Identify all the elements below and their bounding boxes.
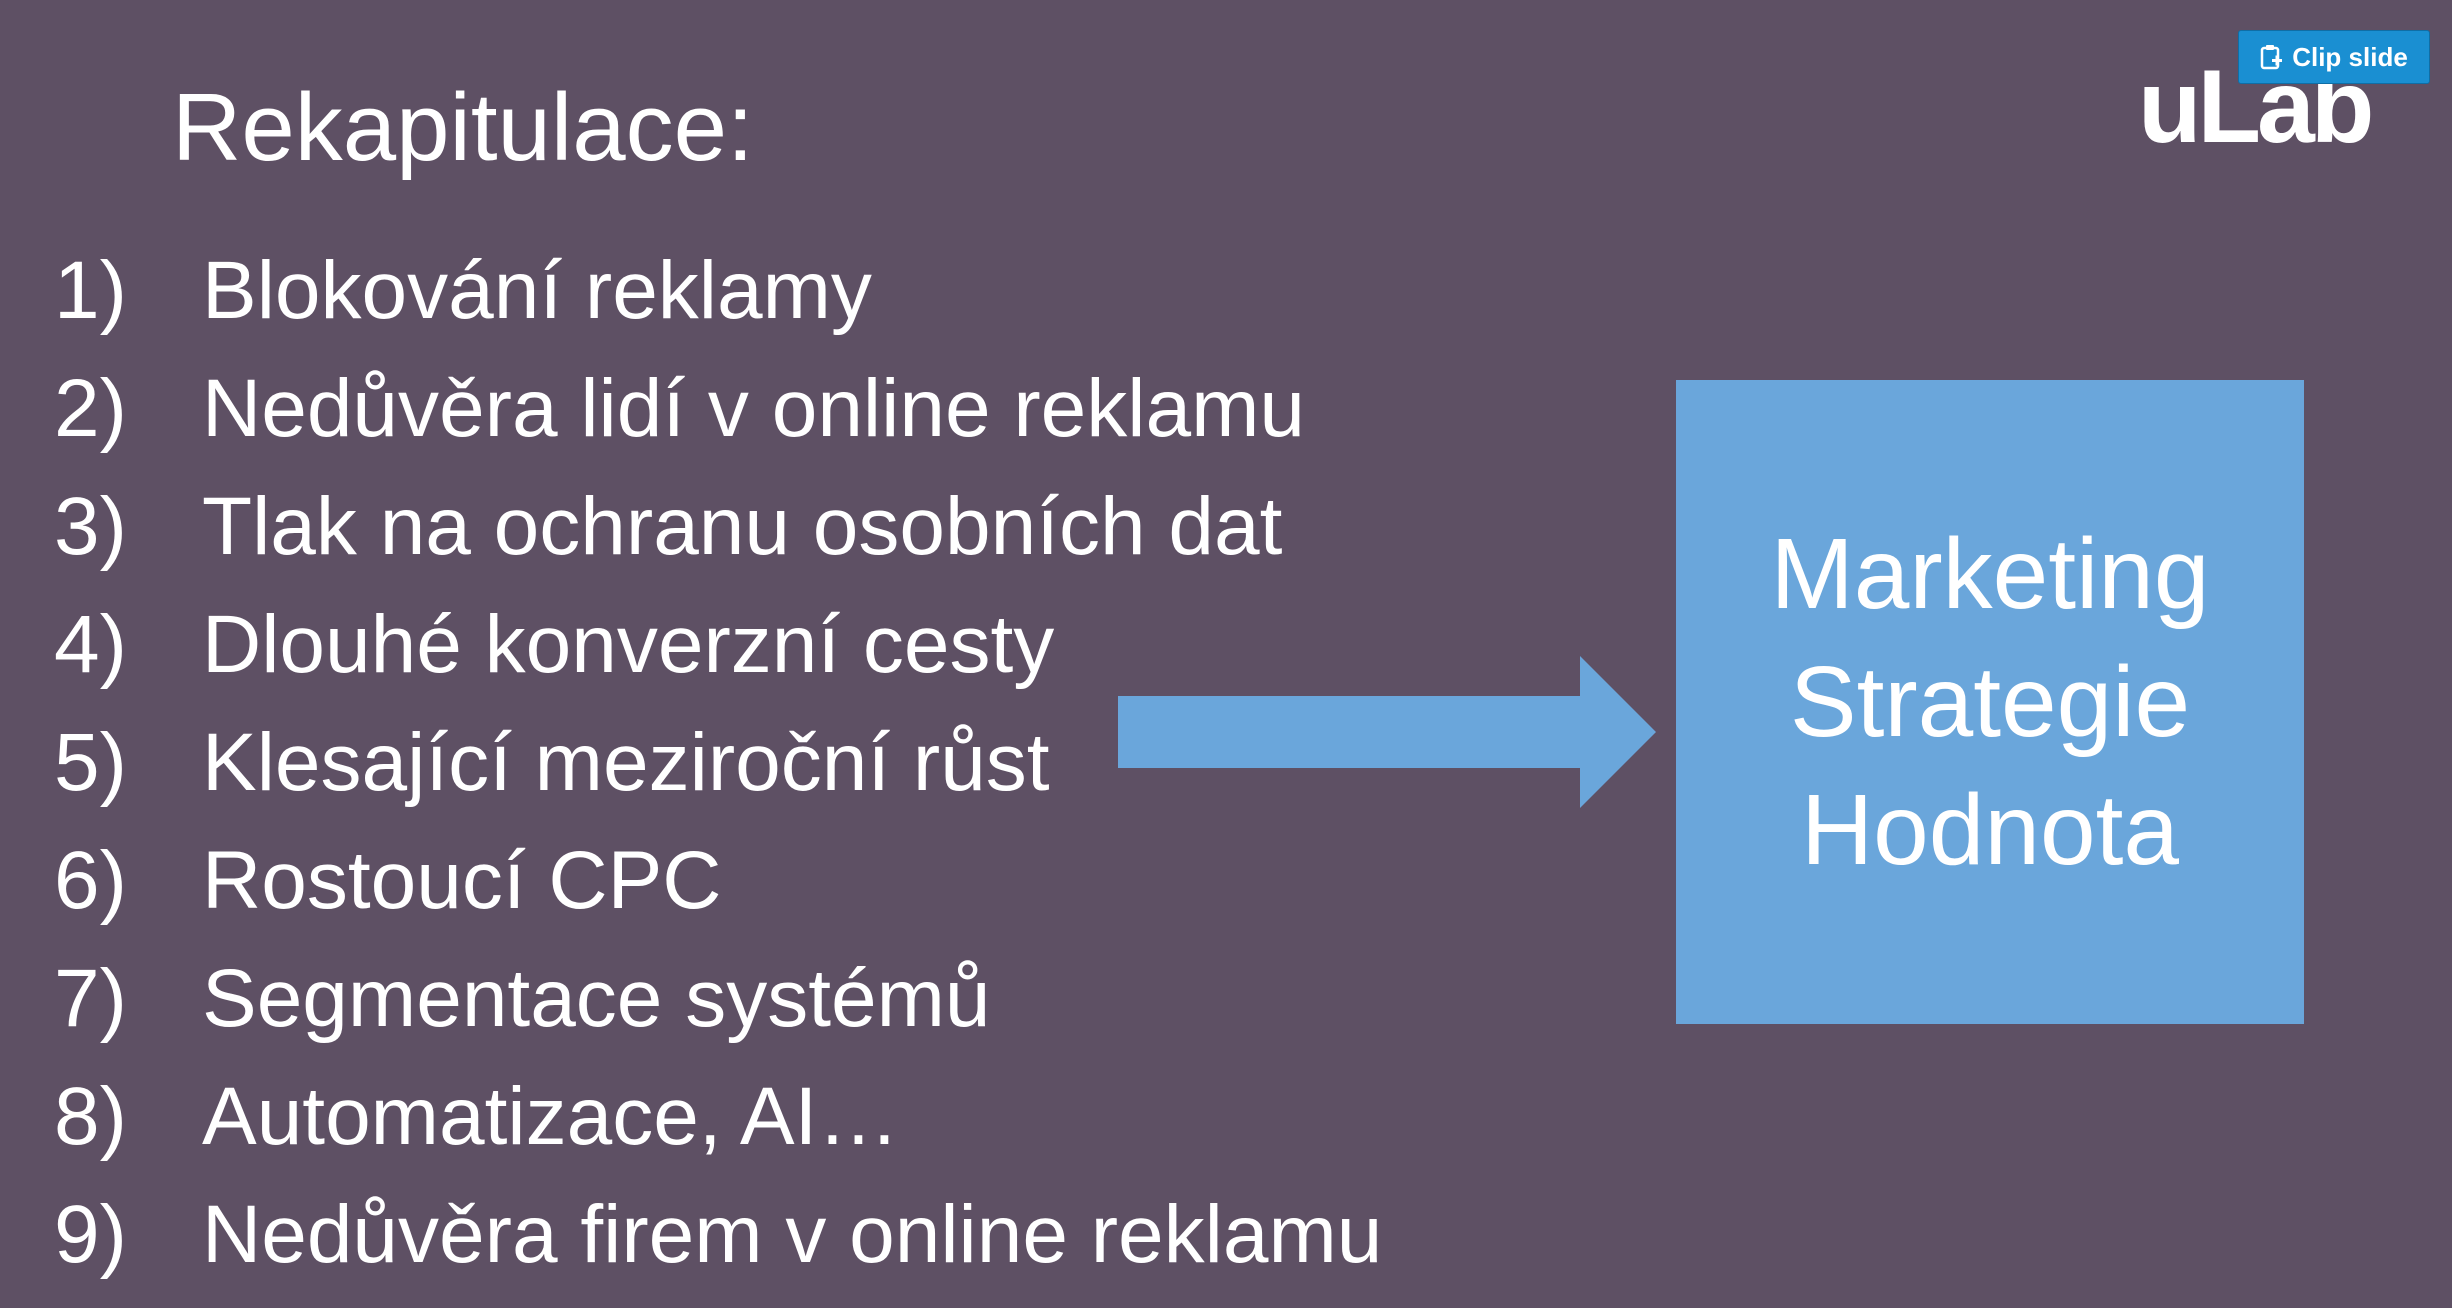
item-text: Dlouhé konverzní cesty [202,599,1055,690]
clip-slide-label[interactable]: Clip slide [2292,41,2408,72]
item-number: 9) [54,1189,127,1280]
box-line: Marketing [1770,518,2210,630]
item-text: Segmentace systémů [202,953,991,1044]
list-item: 2) Nedůvěra lidí v online reklamu [54,350,1382,468]
list-item: 6) Rostoucí CPC [54,822,1382,940]
right-arrow [1118,656,1656,808]
list-item: 4) Dlouhé konverzní cesty [54,586,1382,704]
slide-title: Rekapitulace: [172,74,754,181]
list-item: 8) Automatizace, AI… [54,1058,1382,1176]
arrow-shape [1118,656,1656,808]
item-number: 4) [54,599,127,690]
box-line: Strategie [1789,646,2191,758]
item-number: 8) [54,1071,127,1162]
item-number: 1) [54,245,127,336]
item-text: Blokování reklamy [202,245,872,336]
list-item: 9) Nedůvěra firem v online reklamu [54,1176,1382,1294]
list-item: 5) Klesající meziroční růst [54,704,1382,822]
item-text: Nedůvěra lidí v online reklamu [202,363,1305,454]
clip-slide-button[interactable]: Clip slide [2238,30,2430,84]
item-number: 2) [54,363,127,454]
item-text: Tlak na ochranu osobních dat [202,481,1283,572]
recap-list: 1) Blokování reklamy 2) Nedůvěra lidí v on… [54,232,1382,1294]
clipboard-plus-icon [2260,45,2283,70]
item-number: 7) [54,953,127,1044]
item-number: 3) [54,481,127,572]
box-line: Hodnota [1800,774,2180,886]
item-number: 6) [54,835,127,926]
item-text: Automatizace, AI… [202,1071,900,1162]
item-text: Rostoucí CPC [202,835,722,926]
item-text: Nedůvěra firem v online reklamu [202,1189,1383,1280]
item-number: 5) [54,717,127,808]
list-item: 1) Blokování reklamy [54,232,1382,350]
strategy-box: Marketing Strategie Hodnota [1676,380,2304,1024]
item-text: Klesající meziroční růst [202,717,1050,808]
list-item: 3) Tlak na ochranu osobních dat [54,468,1382,586]
list-item: 7) Segmentace systémů [54,940,1382,1058]
